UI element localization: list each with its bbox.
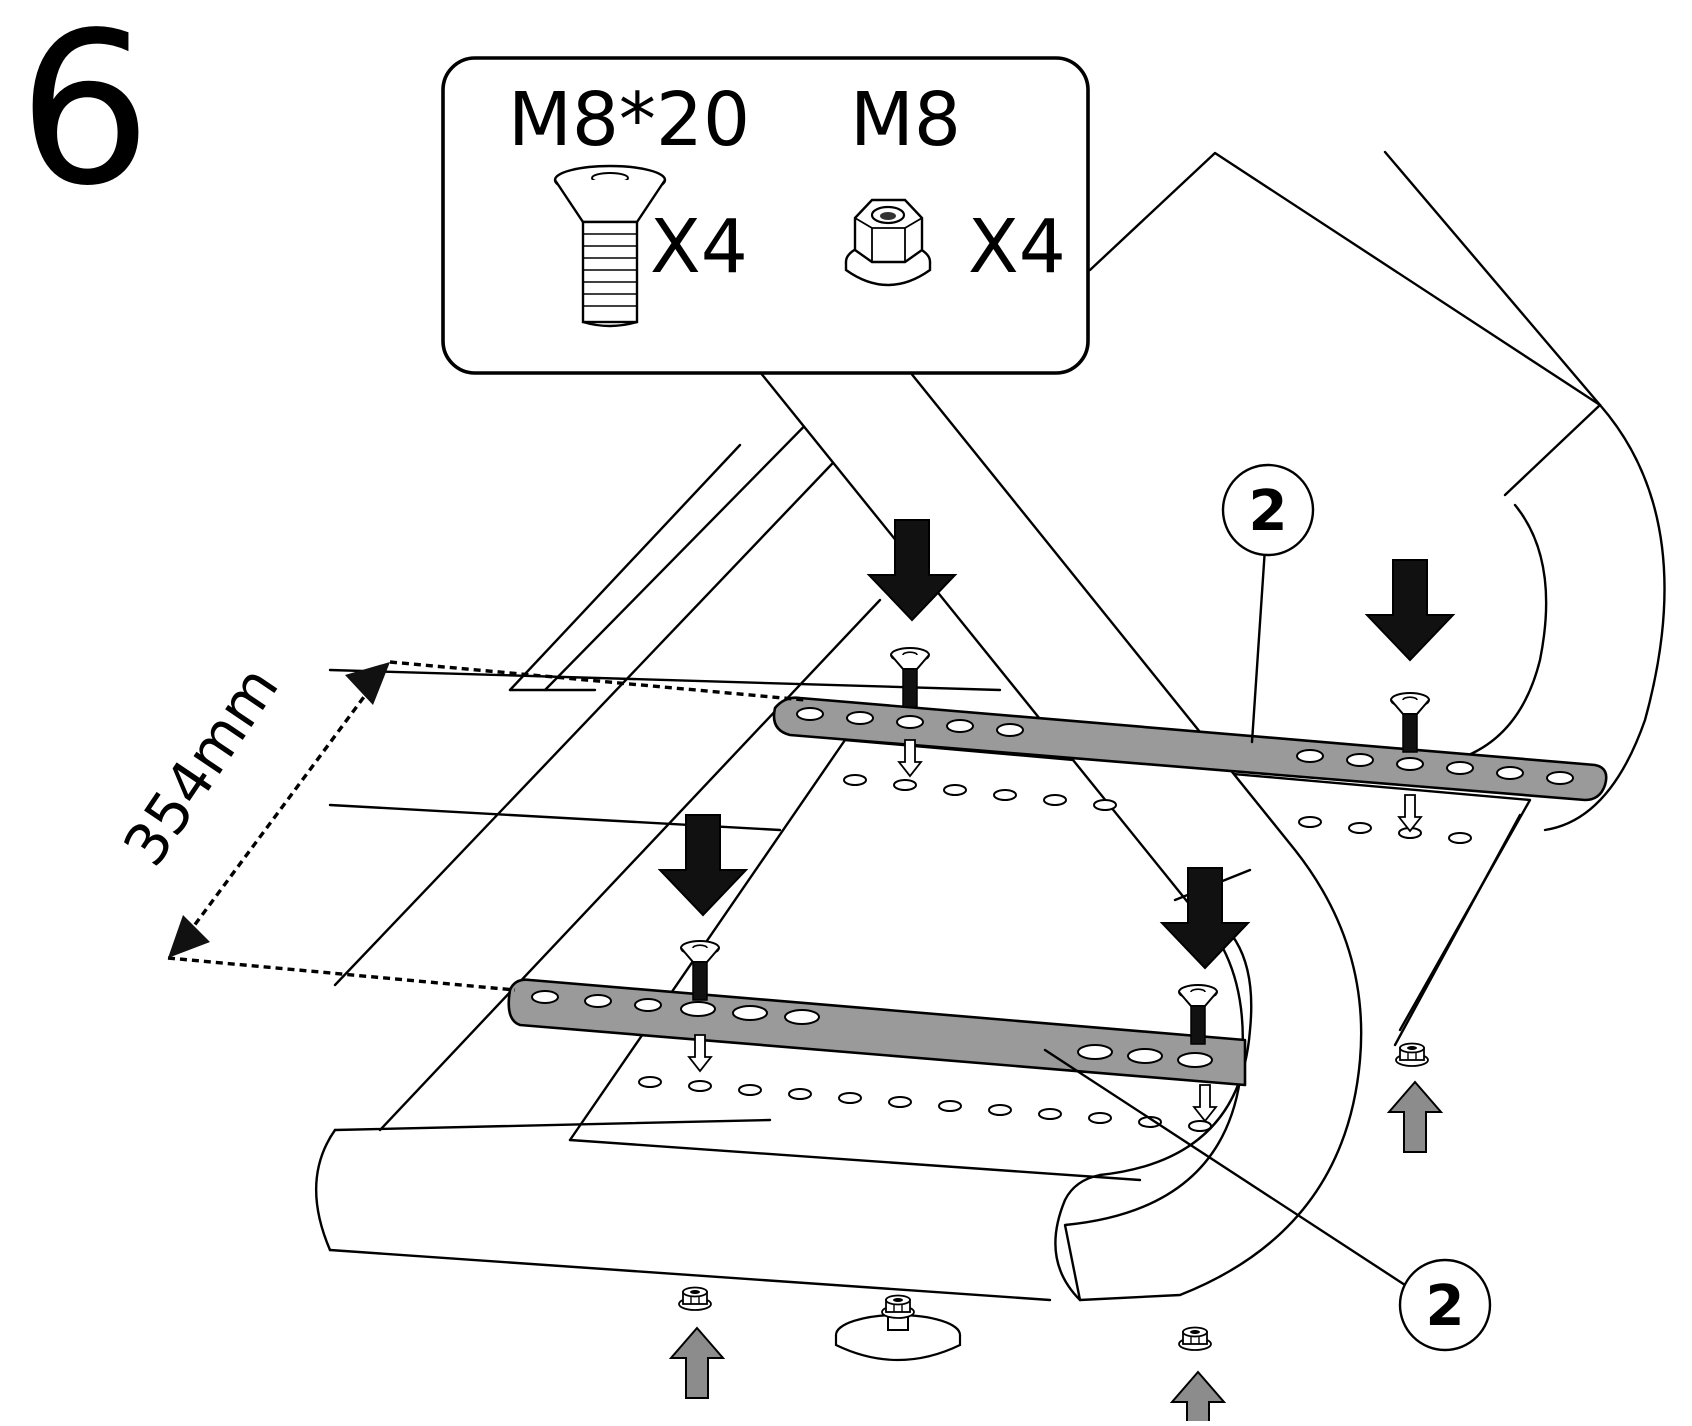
down-arrow-icon bbox=[659, 814, 747, 916]
part-callout-lower: 2 bbox=[1043, 1048, 1492, 1352]
callout-label: 2 bbox=[1249, 479, 1288, 544]
nut-size-label: M8 bbox=[850, 77, 961, 163]
frame-tubes bbox=[315, 150, 1666, 1302]
mounting-plate-upper bbox=[772, 696, 1608, 802]
nut-icon bbox=[1178, 1326, 1212, 1351]
dimension-label: 354mm bbox=[110, 654, 291, 877]
up-arrow-icon bbox=[1171, 1371, 1225, 1426]
flange-nut-icon bbox=[844, 198, 932, 287]
nut-quantity-label: X4 bbox=[968, 204, 1066, 290]
step-number: 6 bbox=[18, 0, 152, 232]
down-arrow-icon bbox=[1366, 559, 1454, 661]
callout-label: 2 bbox=[1426, 1274, 1465, 1339]
nut-icon bbox=[1395, 1042, 1429, 1067]
bolt-icon bbox=[890, 647, 930, 708]
nut-icon bbox=[678, 1286, 712, 1311]
levelling-foot bbox=[834, 1294, 962, 1362]
bolt-size-label: M8*20 bbox=[508, 77, 750, 163]
countersunk-bolt-icon bbox=[553, 164, 667, 328]
mounting-plate-lower bbox=[507, 978, 1247, 1087]
up-arrow-icon bbox=[670, 1327, 724, 1399]
floor-holes bbox=[638, 774, 1472, 1132]
bolt-icon bbox=[1390, 692, 1430, 753]
up-arrow-icon bbox=[1388, 1081, 1442, 1153]
bolt-quantity-label: X4 bbox=[650, 204, 748, 290]
hardware-box: M8*20 M8 X4 bbox=[441, 56, 1090, 375]
part-callout-upper: 2 bbox=[1221, 463, 1315, 744]
